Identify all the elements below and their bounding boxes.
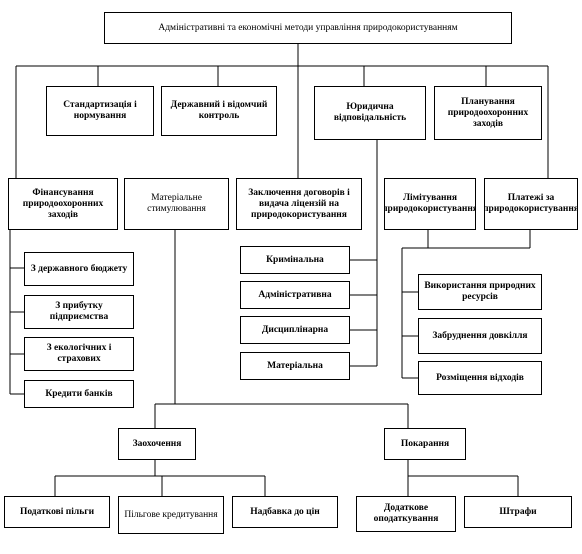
punishment-box: Покарання bbox=[384, 428, 466, 460]
material-incentives-box: Матеріальне стимулювання bbox=[124, 178, 229, 230]
financing-source-label: З прибутку підприємства bbox=[49, 301, 109, 322]
encouragement-item-label: Податкові пільги bbox=[19, 506, 95, 517]
payments-box: Платежі за природокористування bbox=[484, 178, 578, 230]
material-incentives-label: Матеріальне стимулювання bbox=[147, 193, 206, 214]
encouragement-label: Заохочення bbox=[132, 438, 182, 449]
liability-type-label: Дисциплінарна bbox=[261, 324, 329, 335]
limiting-label: Лімітування природокористування bbox=[384, 193, 476, 214]
state-control-label: Державний і відомчий контроль bbox=[170, 100, 268, 121]
liability-type-item: Кримінальна bbox=[240, 246, 350, 274]
liability-type-label: Адміністративна bbox=[258, 289, 332, 300]
payment-type-label: Використання природних ресурсів bbox=[424, 281, 536, 302]
standardization-label: Стандартизація і нормування bbox=[63, 100, 137, 121]
root-title-box: Адміністративні та економічні методи упр… bbox=[104, 12, 512, 44]
financing-source-label: З екологічних і страхових bbox=[46, 343, 112, 364]
encouragement-item: Пільгове кредитування bbox=[118, 496, 224, 534]
financing-source-item: З прибутку підприємства bbox=[24, 295, 134, 329]
liability-type-label: Матеріальна bbox=[267, 360, 323, 371]
financing-box: Фінансування природоохоронних заходів bbox=[8, 178, 118, 230]
planning-label: Планування природоохоронних заходів bbox=[447, 96, 529, 129]
payments-label: Платежі за природокористування bbox=[484, 193, 578, 214]
root-title: Адміністративні та економічні методи упр… bbox=[158, 22, 458, 33]
financing-source-item: З державного бюджету bbox=[24, 252, 134, 286]
encouragement-item-label: Надбавка до цін bbox=[250, 506, 320, 517]
legal-liability-label: Юридична відповідальність bbox=[333, 102, 407, 123]
payment-type-item: Розміщення відходів bbox=[418, 361, 542, 395]
punishment-item-label: Штрафи bbox=[499, 506, 537, 517]
financing-source-label: Кредити банків bbox=[45, 388, 113, 399]
punishment-item-label: Додаткове оподаткування bbox=[373, 503, 439, 524]
payment-type-item: Використання природних ресурсів bbox=[418, 274, 542, 310]
state-control-box: Державний і відомчий контроль bbox=[161, 86, 277, 136]
payment-type-item: Забруднення довкілля bbox=[418, 318, 542, 354]
contracts-licenses-label: Заключення договорів і видача ліцензій н… bbox=[248, 187, 350, 220]
liability-type-item: Адміністративна bbox=[240, 281, 350, 309]
payment-type-label: Забруднення довкілля bbox=[432, 330, 528, 341]
planning-box: Планування природоохоронних заходів bbox=[434, 86, 542, 140]
limiting-box: Лімітування природокористування bbox=[384, 178, 476, 230]
financing-source-label: З державного бюджету bbox=[30, 263, 128, 274]
encouragement-box: Заохочення bbox=[118, 428, 196, 460]
payment-type-label: Розміщення відходів bbox=[436, 372, 524, 383]
punishment-item: Штрафи bbox=[464, 496, 572, 528]
financing-label: Фінансування природоохоронних заходів bbox=[22, 187, 104, 220]
liability-type-item: Матеріальна bbox=[240, 352, 350, 380]
punishment-label: Покарання bbox=[400, 438, 450, 449]
financing-source-item: Кредити банків bbox=[24, 380, 134, 408]
standardization-box: Стандартизація і нормування bbox=[46, 86, 154, 136]
legal-liability-box: Юридична відповідальність bbox=[314, 86, 426, 140]
financing-source-item: З екологічних і страхових bbox=[24, 337, 134, 371]
punishment-item: Додаткове оподаткування bbox=[356, 496, 456, 532]
encouragement-item: Податкові пільги bbox=[4, 496, 110, 528]
liability-type-item: Дисциплінарна bbox=[240, 316, 350, 344]
encouragement-item: Надбавка до цін bbox=[232, 496, 338, 528]
contracts-licenses-box: Заключення договорів і видача ліцензій н… bbox=[236, 178, 362, 230]
liability-type-label: Кримінальна bbox=[266, 254, 324, 265]
encouragement-item-label: Пільгове кредитування bbox=[124, 509, 218, 520]
